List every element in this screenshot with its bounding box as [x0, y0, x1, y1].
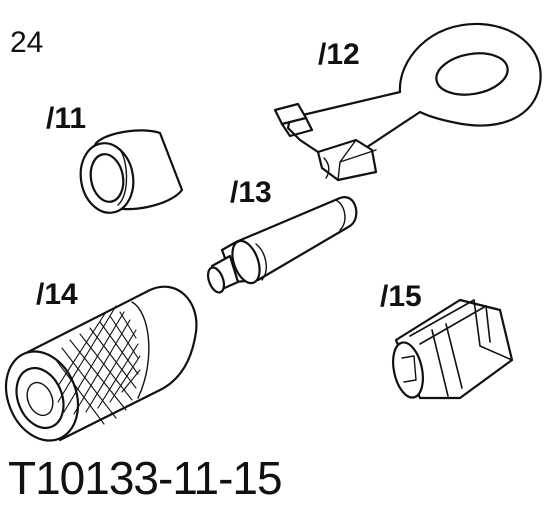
callout-11: /11 [46, 102, 87, 135]
part-11-sleeve [79, 129, 184, 214]
part-14-knurled-cylinder [4, 285, 198, 442]
callout-12: /12 [318, 38, 360, 71]
part-12-ring-plate [273, 22, 542, 182]
callout-13: /13 [230, 176, 272, 209]
knurl-pattern [55, 305, 141, 425]
part-code-label: T10133-11-15 [8, 452, 283, 504]
callout-14: /14 [36, 278, 78, 311]
part-13-tapered-pin [206, 196, 358, 294]
set-number-label: 24 [10, 26, 44, 59]
part-15-slotted-block [392, 298, 514, 400]
callout-15: /15 [380, 280, 422, 313]
